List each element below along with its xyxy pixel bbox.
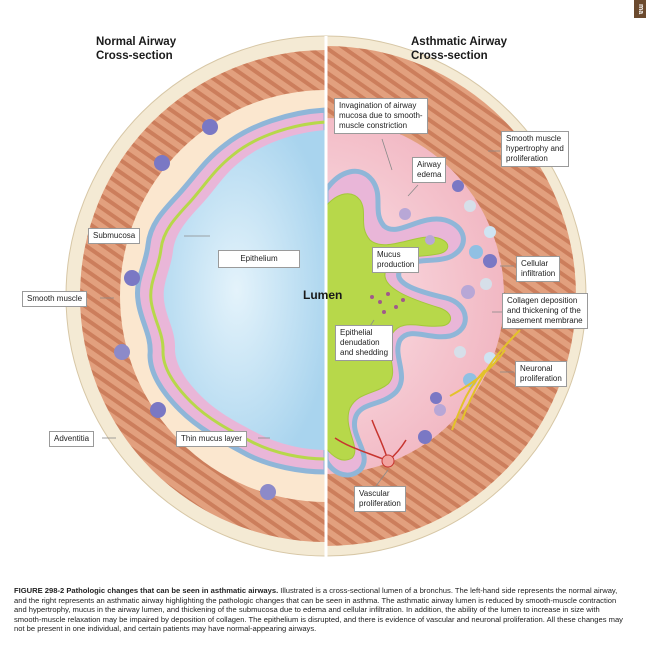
epithelial-denudation-label: Epithelial denudation and shedding bbox=[335, 325, 394, 361]
adventitia-label: Adventitia bbox=[49, 431, 95, 447]
immune-cell bbox=[114, 344, 130, 360]
immune-cell bbox=[399, 208, 411, 220]
epithelium-label: Epithelium bbox=[218, 250, 300, 268]
shed-cell bbox=[378, 300, 382, 304]
shed-cell bbox=[394, 305, 398, 309]
immune-cell bbox=[418, 430, 432, 444]
immune-cell bbox=[260, 484, 276, 500]
immune-cell bbox=[454, 346, 466, 358]
immune-cell bbox=[469, 245, 483, 259]
neuronal-proliferation-label: Neuronal proliferation bbox=[515, 361, 567, 387]
shed-cell bbox=[386, 292, 390, 296]
normal-lumen bbox=[163, 130, 325, 450]
submucosa-label: Submucosa bbox=[88, 228, 141, 244]
immune-cell bbox=[434, 404, 446, 416]
shed-cell bbox=[401, 298, 405, 302]
vascular-proliferation-label: Vascular proliferation bbox=[354, 486, 406, 512]
normal-airway-title: Normal Airway Cross-section bbox=[96, 36, 177, 62]
immune-cell bbox=[484, 226, 496, 238]
collagen-deposition-label: Collagen deposition and thickening of th… bbox=[502, 293, 588, 329]
immune-cell bbox=[124, 270, 140, 286]
smooth-muscle-hypertrophy-label: Smooth muscle hypertrophy and proliferat… bbox=[501, 131, 569, 167]
cellular-infiltration-label: Cellular infiltration bbox=[516, 256, 561, 282]
figure-caption: FIGURE 298-2 Pathologic changes that can… bbox=[14, 586, 626, 634]
adventitia-cells bbox=[114, 119, 276, 500]
immune-cell bbox=[425, 235, 435, 245]
immune-cell bbox=[154, 155, 170, 171]
side-tab: ma bbox=[634, 0, 646, 18]
shed-cell bbox=[370, 295, 374, 299]
asthmatic-airway-title: Asthmatic Airway Cross-section bbox=[411, 36, 508, 62]
airway-edema-label: Airway edema bbox=[412, 157, 447, 183]
immune-cell bbox=[464, 200, 476, 212]
nerve-fibers bbox=[449, 329, 521, 431]
caption-lead: FIGURE 298-2 Pathologic changes that can… bbox=[14, 586, 279, 595]
smooth-muscle-label: Smooth muscle bbox=[22, 291, 88, 307]
mucus-production-label: Mucus production bbox=[372, 247, 420, 273]
immune-cell bbox=[483, 254, 497, 268]
immune-cell bbox=[202, 119, 218, 135]
thin-mucus-layer-label: Thin mucus layer bbox=[176, 431, 247, 447]
immune-cell bbox=[150, 402, 166, 418]
vessel-lumen bbox=[381, 454, 395, 468]
shed-cell bbox=[382, 310, 386, 314]
invagination-label: Invagination of airway mucosa due to smo… bbox=[334, 98, 428, 134]
caption-body: Illustrated is a cross-sectional lumen o… bbox=[14, 586, 623, 634]
shed-epithelial-cells bbox=[370, 292, 405, 314]
lumen-label: Lumen bbox=[303, 288, 343, 302]
immune-cell bbox=[461, 285, 475, 299]
immune-cell bbox=[452, 180, 464, 192]
immune-cell bbox=[430, 392, 442, 404]
immune-cell bbox=[480, 278, 492, 290]
